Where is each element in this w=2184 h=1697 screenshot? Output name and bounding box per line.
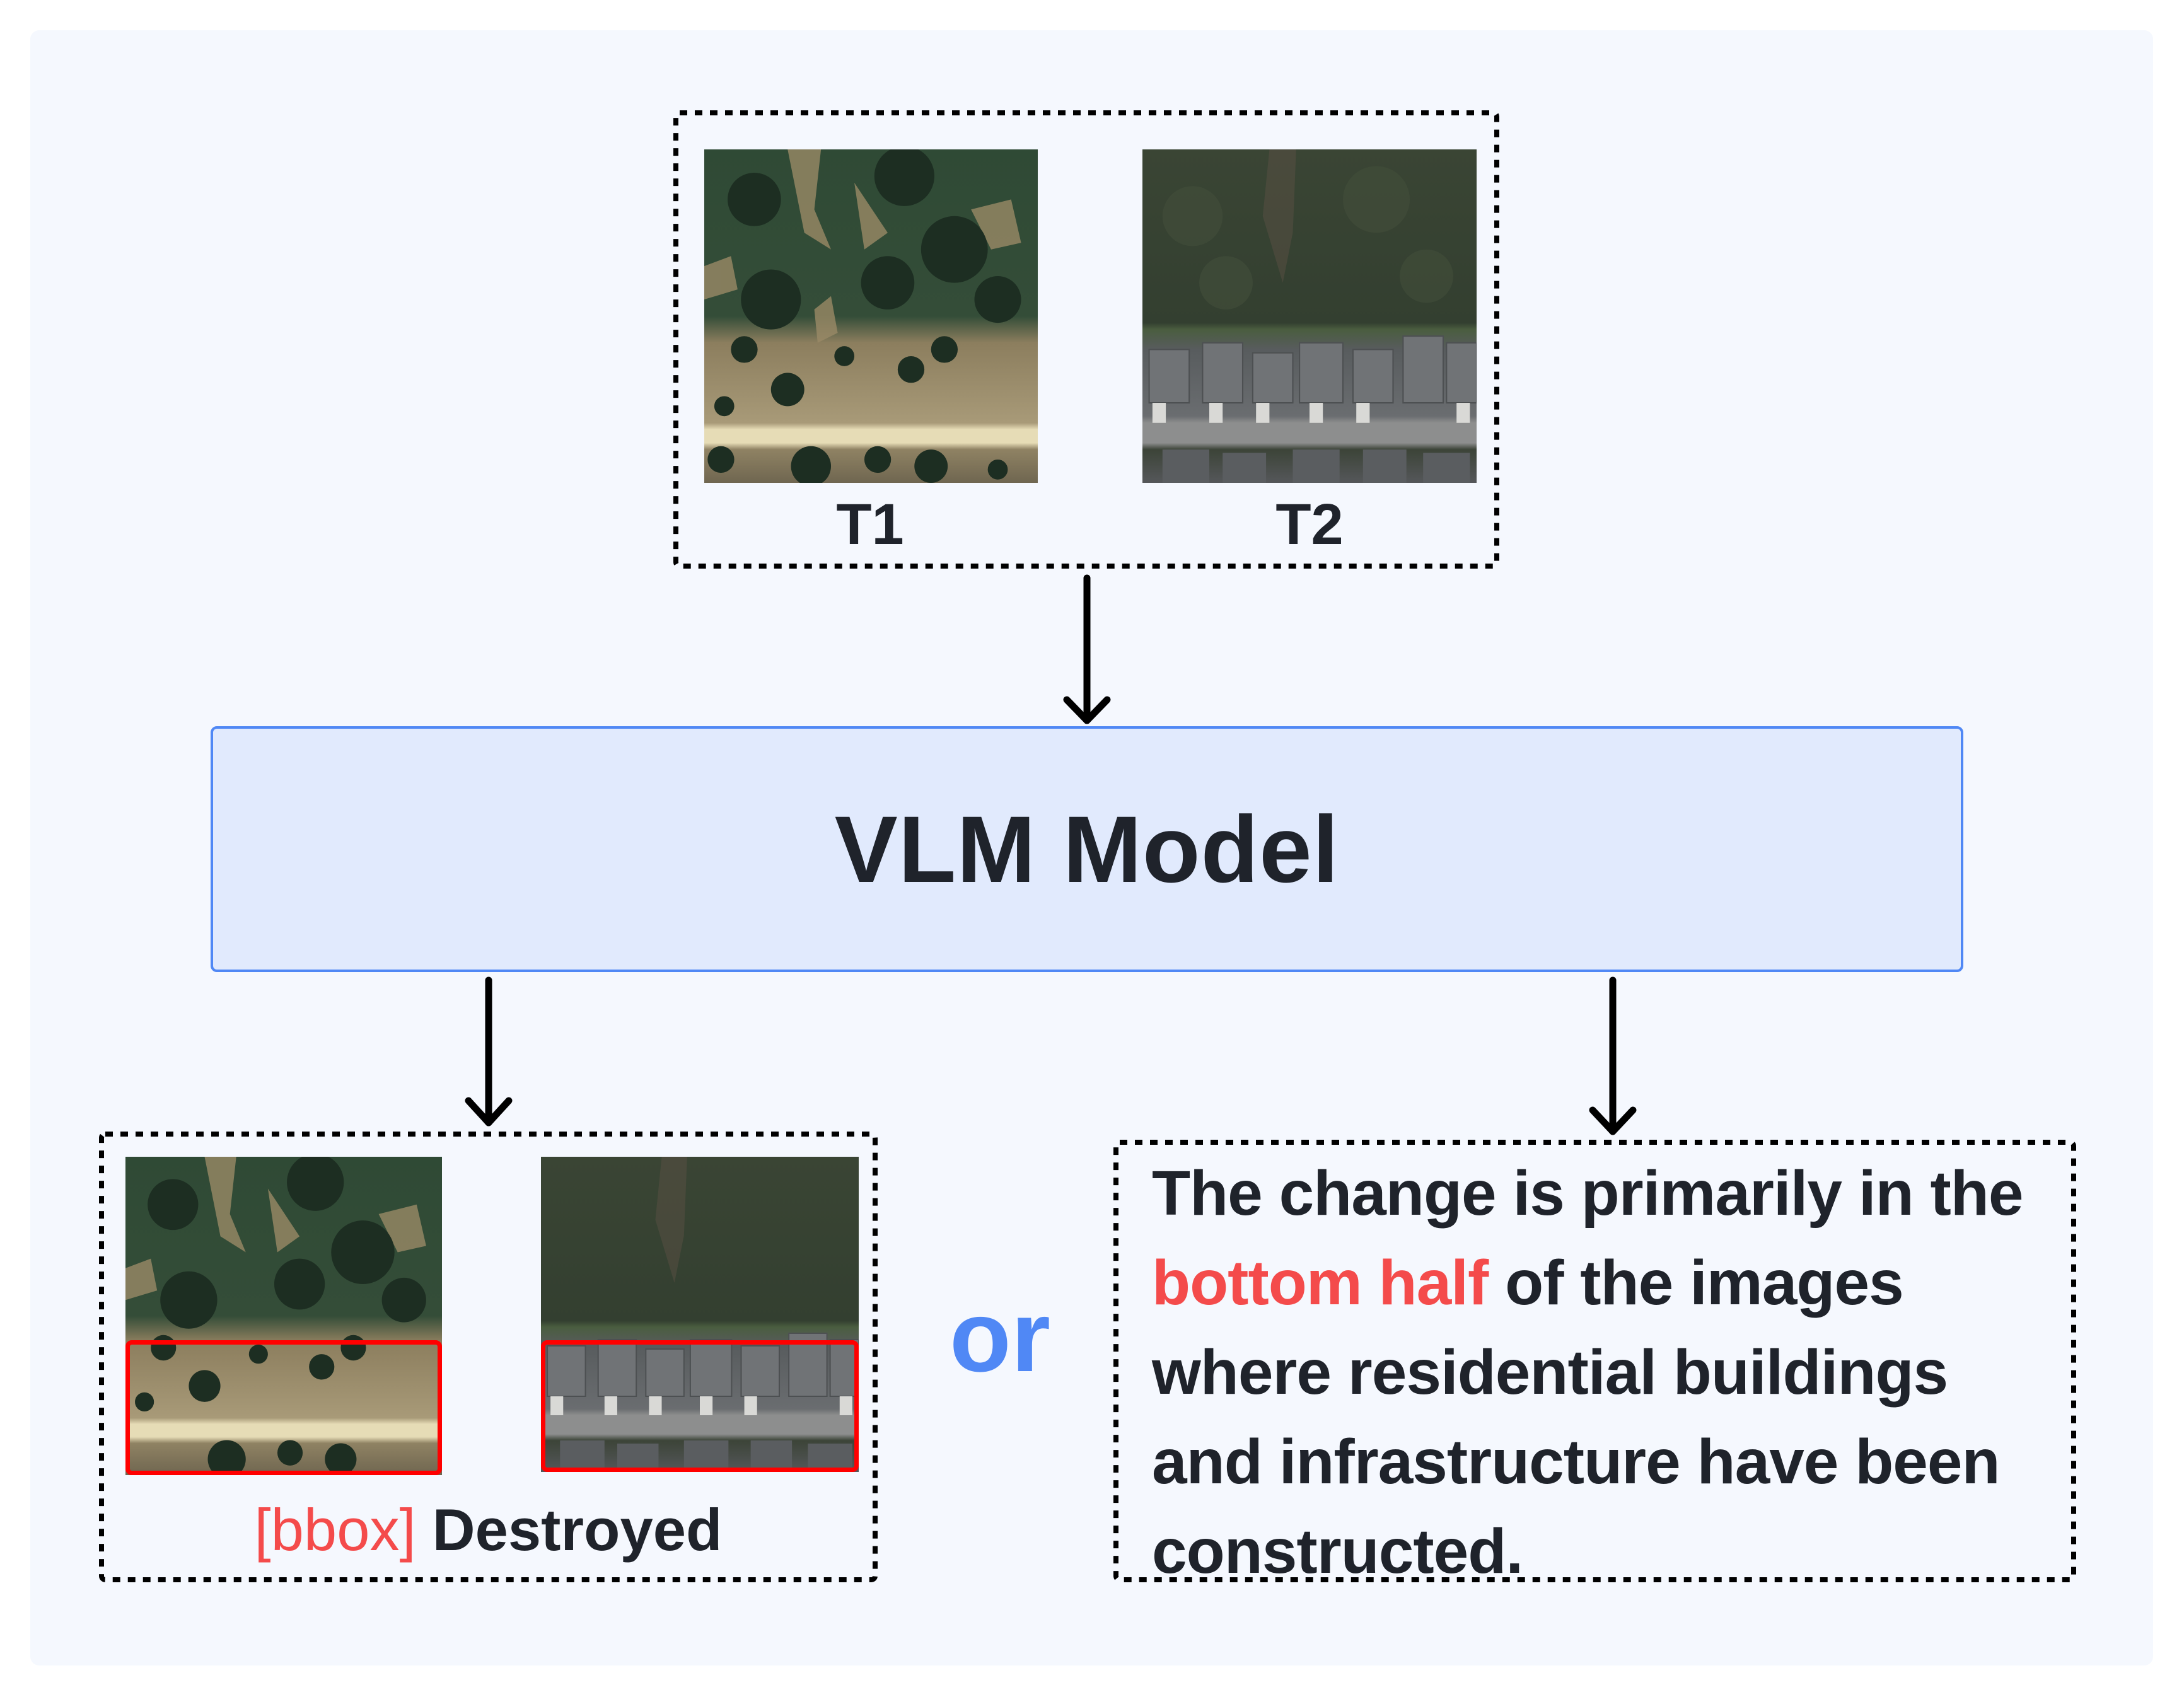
change-description-text: The change is primarily in the bottom ha…: [1152, 1149, 2066, 1596]
damage-class-label: Destroyed: [432, 1497, 723, 1563]
bbox-tag: [bbox]: [254, 1497, 416, 1563]
description-text-before: The change is primarily in the: [1152, 1158, 2023, 1229]
t2-satellite-image: [1142, 149, 1477, 483]
t1-grounded-image: [125, 1157, 442, 1475]
grounding-output-group: [99, 1132, 878, 1582]
bbox-highlight: [541, 1340, 859, 1472]
dashed-border: [1113, 1140, 2076, 1582]
t2-label: T2: [1275, 492, 1344, 557]
t1-satellite-image: [704, 149, 1038, 483]
description-highlight: bottom half: [1152, 1248, 1489, 1318]
grounding-output-label: [bbox] Destroyed: [99, 1500, 878, 1560]
text-output-group: [1113, 1140, 2076, 1582]
or-separator: or: [950, 1280, 1050, 1393]
vlm-model-block: VLM Model: [211, 726, 1963, 972]
bbox-highlight: [125, 1340, 442, 1475]
arrow-down-icon: [1589, 976, 1637, 1135]
description-text-after: of the images where residential building…: [1152, 1248, 2001, 1587]
vlm-model-label: VLM Model: [834, 796, 1340, 902]
arrow-down-icon: [1063, 574, 1111, 724]
dashed-border: [99, 1132, 878, 1582]
arrow-down-icon: [465, 976, 513, 1127]
t2-grounded-image: [541, 1157, 859, 1472]
t1-label: T1: [836, 492, 904, 557]
